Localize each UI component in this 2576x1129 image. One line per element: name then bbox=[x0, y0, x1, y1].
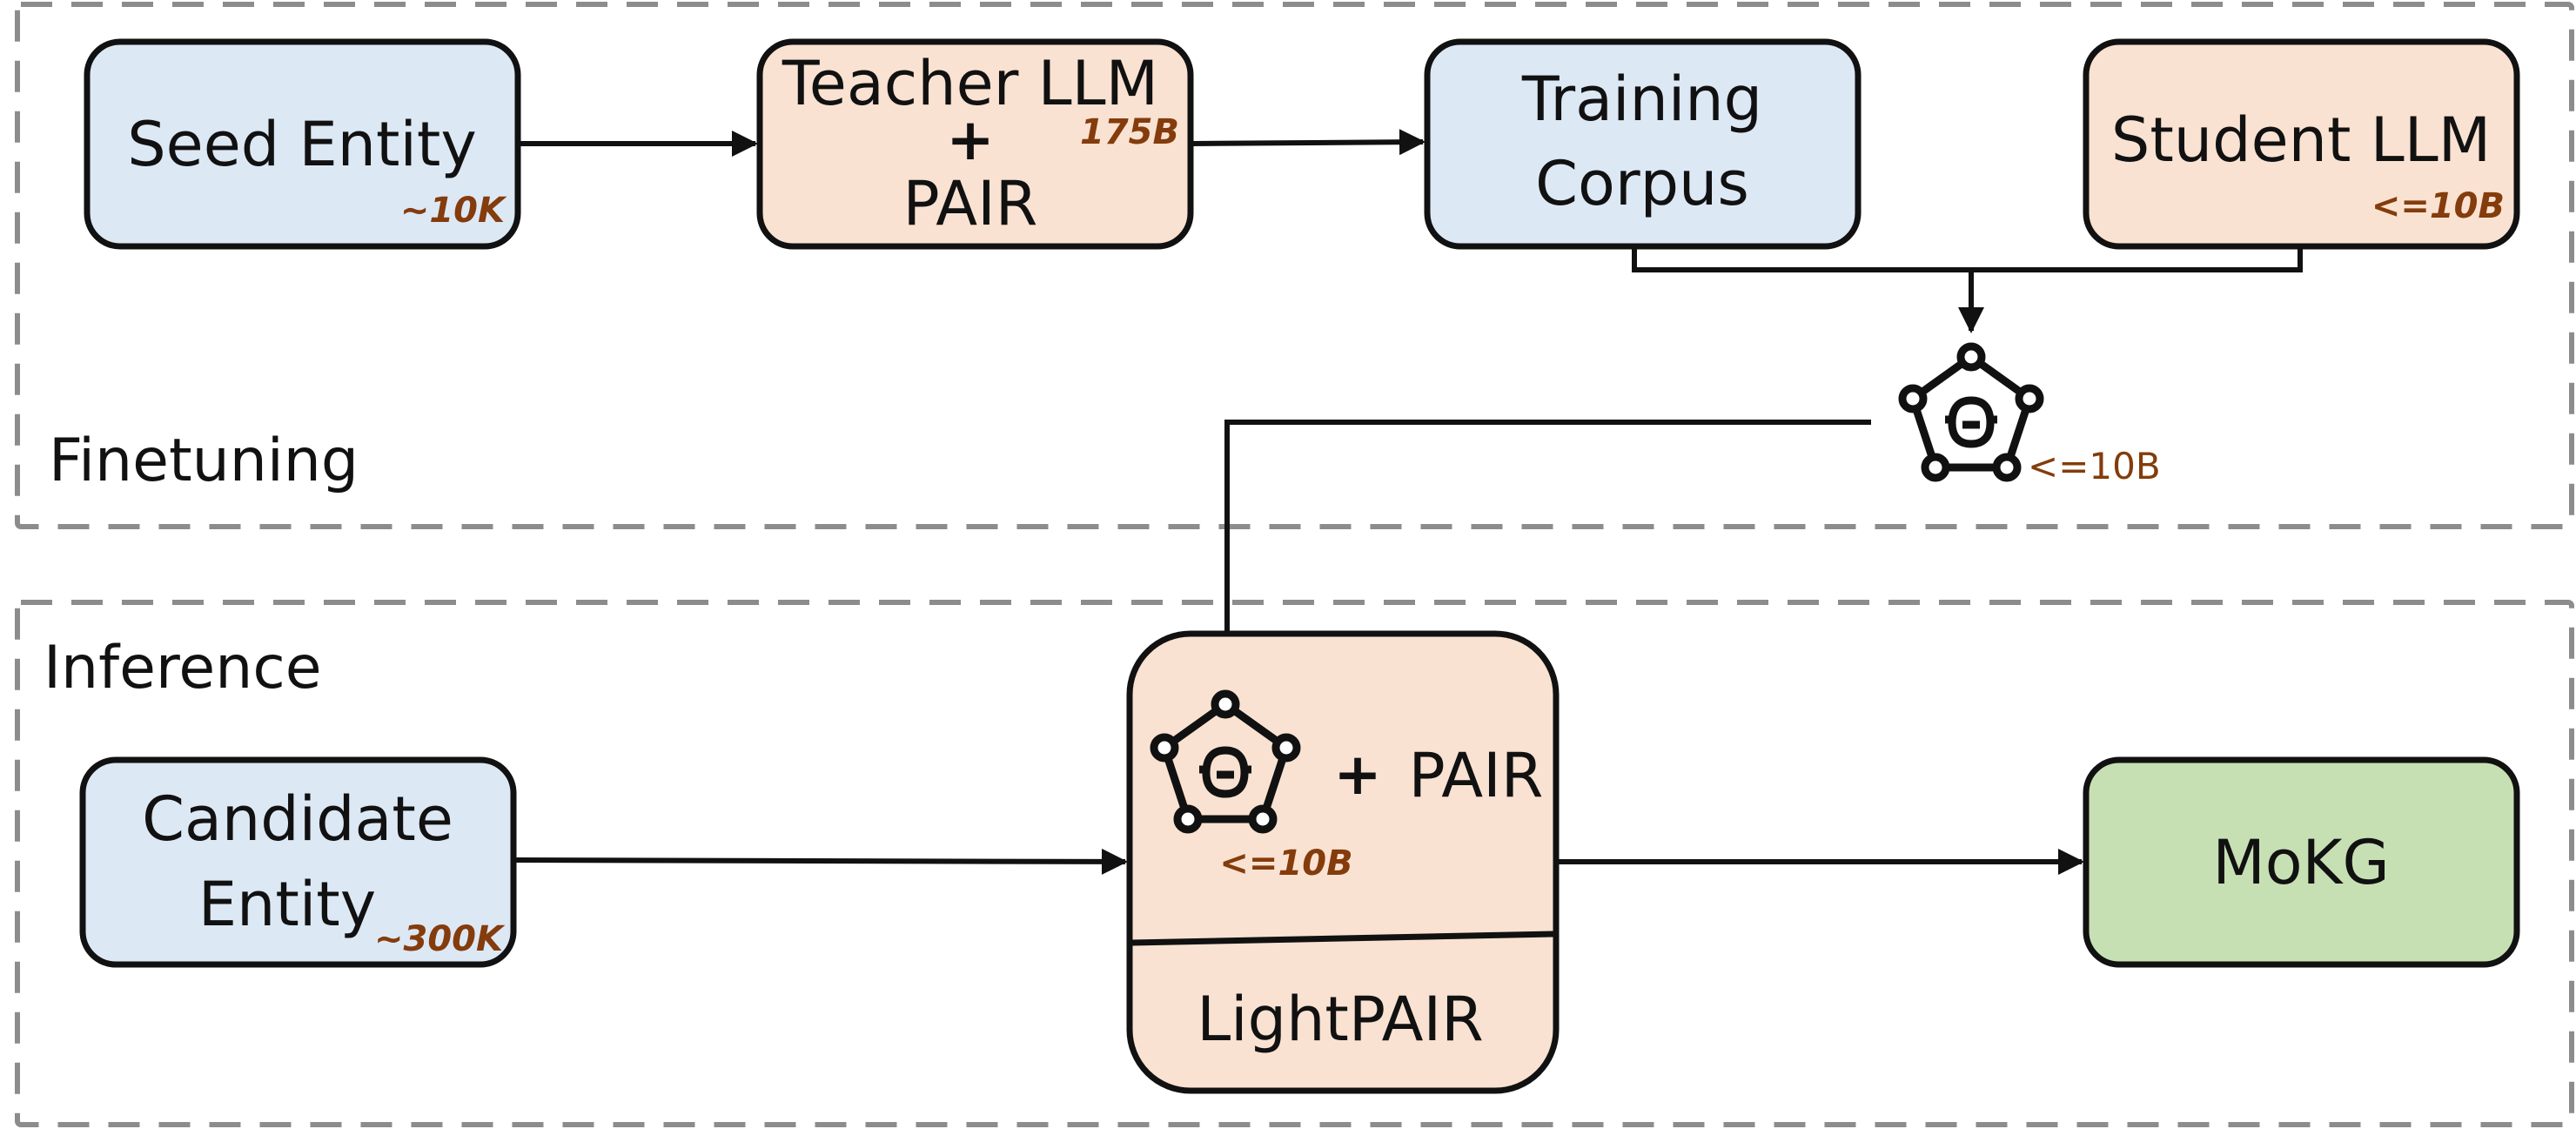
training-corpus-node: Training Corpus bbox=[1424, 38, 1862, 250]
seed-entity-label: Seed Entity bbox=[127, 109, 477, 180]
training-corpus-line2: Corpus bbox=[1535, 148, 1749, 219]
finetuning-label: Finetuning bbox=[49, 427, 359, 495]
seed-entity-node: Seed Entity ~10K bbox=[84, 38, 521, 250]
candidate-entity-line2: Entity bbox=[198, 869, 376, 940]
student-llm-label: Student LLM bbox=[2111, 104, 2491, 176]
finetuned-model-icon bbox=[1898, 342, 2044, 482]
lightpair-plus: + bbox=[1333, 741, 1381, 808]
lightpair-model-icon bbox=[1150, 689, 1301, 834]
arrow-model-to-lightpair bbox=[1214, 420, 1871, 673]
lightpair-label: LightPAIR bbox=[1197, 984, 1484, 1055]
candidate-entity-node: Candidate Entity ~300K bbox=[79, 756, 517, 968]
student-llm-node: Student LLM <=10B bbox=[2083, 38, 2520, 250]
merge-bracket bbox=[1632, 246, 2303, 272]
teacher-plus: + bbox=[946, 106, 994, 173]
candidate-entity-size: ~300K bbox=[374, 919, 506, 959]
teacher-llm-node: Teacher LLM + PAIR 175B bbox=[756, 38, 1194, 250]
teacher-size: 175B bbox=[1080, 112, 1179, 152]
finetuned-model-size: <=10B bbox=[2028, 445, 2161, 487]
lightpair-pair-label: PAIR bbox=[1409, 740, 1544, 811]
lightpair-divider bbox=[1131, 931, 1554, 946]
lightpair-model-size: <=10B bbox=[1219, 843, 1352, 884]
mokg-node: MoKG bbox=[2083, 756, 2520, 968]
seed-entity-size: ~10K bbox=[400, 191, 507, 231]
inference-section bbox=[15, 600, 2574, 1127]
arrow-teacher-to-corpus bbox=[1192, 129, 1426, 156]
mokg-label: MoKG bbox=[2212, 827, 2389, 898]
candidate-entity-line1: Candidate bbox=[142, 783, 453, 855]
inference-label: Inference bbox=[44, 634, 322, 702]
finetuning-section bbox=[15, 2, 2574, 529]
teacher-llm-label: Teacher LLM bbox=[782, 48, 1158, 119]
lightpair-node: + PAIR <=10B LightPAIR bbox=[1126, 630, 1560, 1094]
arrow-candidate-to-lightpair bbox=[515, 848, 1128, 875]
training-corpus-line1: Training bbox=[1521, 64, 1762, 135]
teacher-pair-label: PAIR bbox=[903, 168, 1038, 239]
student-llm-size: <=10B bbox=[2371, 186, 2505, 226]
